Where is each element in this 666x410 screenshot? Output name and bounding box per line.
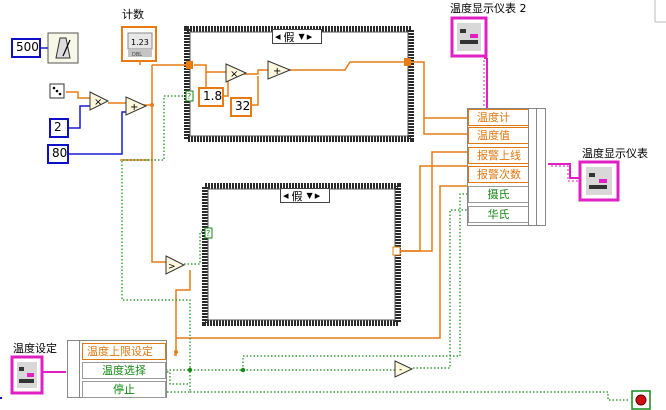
metronome-icon[interactable] <box>47 32 79 64</box>
pink-wires <box>42 57 580 373</box>
unbundle-input-column <box>68 341 80 397</box>
not-node[interactable]: - <box>394 360 414 378</box>
selector-left-arrow-icon[interactable]: ◂ <box>275 30 281 43</box>
svg-text:1.23: 1.23 <box>131 38 149 47</box>
counter-label: 计数 <box>122 8 144 21</box>
case-bottom-output-tunnel <box>392 246 401 256</box>
case-structure-bottom[interactable] <box>202 183 401 326</box>
case-selector-top[interactable]: ◂ 假 ▼ ▸ <box>272 29 322 44</box>
factor-constant[interactable]: 1.8 <box>198 87 224 107</box>
svg-text:>: > <box>168 262 176 272</box>
wait-ms-constant[interactable]: 500 <box>11 38 41 58</box>
chevron-down-icon[interactable]: ▼ <box>306 191 313 200</box>
case-selector-top-value: 假 <box>283 30 295 44</box>
counter-indicator-icon[interactable]: 1.23 DBL <box>121 26 157 62</box>
case-input-tunnel <box>186 61 193 69</box>
svg-text:+: + <box>130 102 138 113</box>
selector-right-arrow-icon[interactable]: ▸ <box>314 189 321 202</box>
add-node[interactable]: + <box>125 96 148 116</box>
offset-constant[interactable]: 80 <box>47 144 69 164</box>
greater-than-node[interactable]: > <box>165 255 186 275</box>
svg-text:?: ? <box>187 92 191 101</box>
bundle-row-temp-value[interactable]: 温度值 <box>468 127 529 144</box>
selector-left-arrow-icon[interactable]: ◂ <box>283 189 289 202</box>
setting-label: 温度设定 <box>13 342 57 355</box>
svg-text:DBL: DBL <box>132 52 142 58</box>
stop-terminal-icon[interactable] <box>631 390 651 410</box>
chevron-down-icon[interactable]: ▼ <box>298 32 305 41</box>
bundle-row-alarm-count[interactable]: 报警次数 <box>468 166 529 183</box>
case-multiply-node[interactable]: × <box>225 63 248 83</box>
bundle-row-celsius[interactable]: 摄氏 <box>468 186 529 203</box>
unbundle-row-upper-limit[interactable]: 温度上限设定 <box>82 343 166 360</box>
unbundle-by-name-node[interactable]: 温度上限设定 温度选择 停止 <box>67 340 167 398</box>
bundle-row-fahrenheit[interactable]: 华氏 <box>468 206 529 223</box>
case-selector-terminal <box>185 90 194 102</box>
case-selector-bottom[interactable]: ◂ 假 ▼ ▸ <box>280 188 330 203</box>
add32-constant[interactable]: 32 <box>230 97 252 117</box>
unbundle-row-temp-select[interactable]: 温度选择 <box>82 362 166 379</box>
cluster-control-icon[interactable] <box>10 355 44 395</box>
wire-junctions <box>150 103 246 373</box>
cluster-indicator-2-icon[interactable] <box>450 16 488 58</box>
svg-text:?: ? <box>206 229 210 238</box>
unbundle-row-stop[interactable]: 停止 <box>82 381 166 398</box>
dice-icon[interactable] <box>49 83 65 99</box>
multiplier-constant[interactable]: 2 <box>49 118 69 138</box>
svg-text:+: + <box>273 66 281 77</box>
meter-label: 温度显示仪表 <box>582 147 648 160</box>
bundle-output-column-2 <box>536 108 546 226</box>
svg-text:×: × <box>230 69 238 80</box>
case-add-node[interactable]: + <box>267 60 292 80</box>
case-bottom-selector-terminal <box>204 227 213 239</box>
svg-text:×: × <box>94 97 102 108</box>
multiply-node[interactable]: × <box>89 91 110 111</box>
meter2-label: 温度显示仪表 2 <box>450 2 527 15</box>
case-output-tunnel <box>404 58 411 66</box>
bundle-by-name-node[interactable]: 温度计 温度值 报警上线 报警次数 摄氏 华氏 <box>467 108 530 226</box>
cluster-indicator-icon[interactable] <box>578 160 620 202</box>
selector-right-arrow-icon[interactable]: ▸ <box>306 30 313 43</box>
green-wires <box>121 95 630 401</box>
case-structure-top[interactable] <box>184 26 414 142</box>
blue-wires <box>40 47 126 155</box>
case-selector-bottom-value: 假 <box>291 189 303 203</box>
orange-wires <box>66 52 470 356</box>
svg-text:-: - <box>399 365 402 375</box>
bundle-row-thermometer[interactable]: 温度计 <box>468 109 529 126</box>
bundle-row-alarm-limit[interactable]: 报警上线 <box>468 147 529 164</box>
